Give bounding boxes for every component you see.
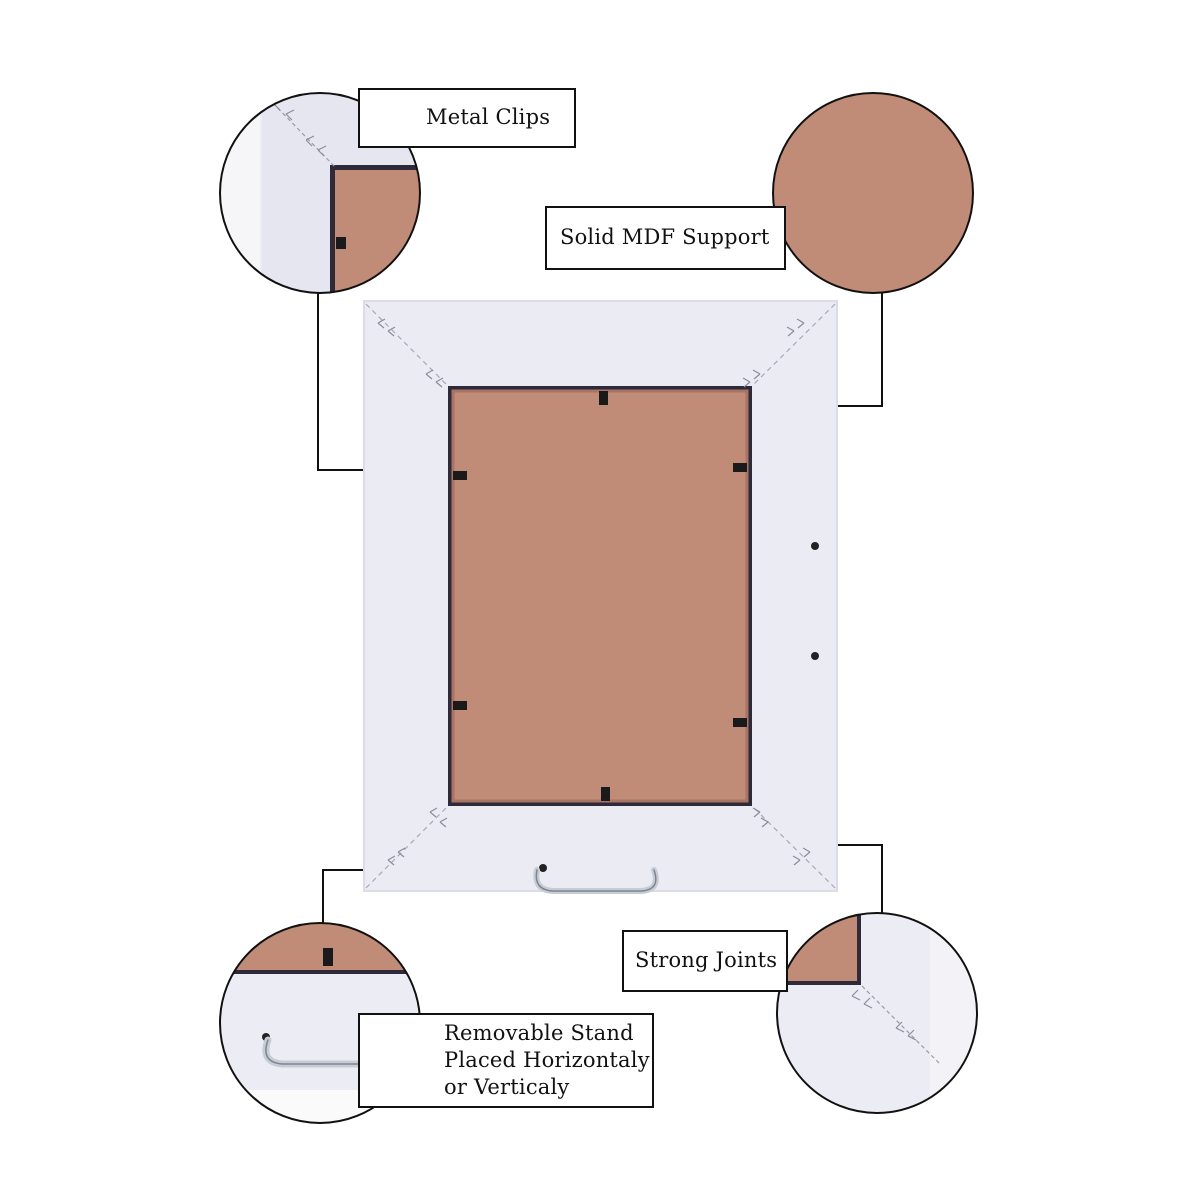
clip-right-bottom (733, 718, 747, 727)
callout-metal-clips: Metal Clips (358, 88, 576, 148)
callout-mdf-support: Solid MDF Support (545, 206, 786, 270)
mitre-joints (365, 303, 836, 889)
magnifier-mdf-support (773, 93, 973, 293)
clip-right-top (733, 463, 747, 472)
clip-bottom (601, 787, 610, 801)
clip-left-bottom (453, 701, 467, 710)
callout-label: Metal Clips (426, 105, 551, 130)
callout-strong-joints: Strong Joints (622, 930, 788, 992)
callout-line: or Verticaly (444, 1075, 570, 1100)
hanging-hole-icon (811, 542, 819, 550)
callout-line: Removable Stand (444, 1020, 634, 1045)
hanging-hole-icon (811, 652, 819, 660)
callout-removable-stand: Removable Stand Placed Horizontaly or Ve… (358, 1013, 654, 1108)
callout-line: Placed Horizontaly (444, 1047, 650, 1072)
stand-hole-icon (539, 864, 547, 872)
photo-frame-back (363, 300, 838, 894)
metal-clips (453, 391, 747, 801)
magnifier-strong-joints (777, 913, 977, 1113)
corner-staples (377, 318, 811, 866)
callout-label: Strong Joints (635, 948, 778, 973)
clip-left-top (453, 471, 467, 480)
callout-label: Solid MDF Support (560, 225, 770, 250)
clip-top (599, 391, 608, 405)
